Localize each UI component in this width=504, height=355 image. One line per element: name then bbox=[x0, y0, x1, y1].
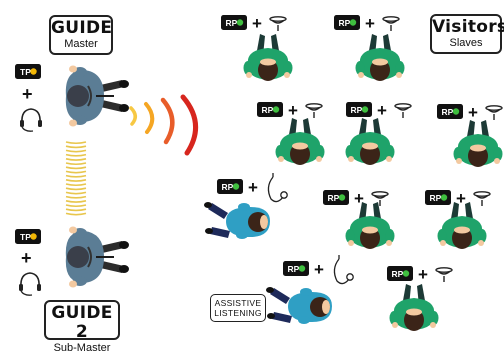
plus-sign: + bbox=[288, 101, 298, 120]
plus-sign: + bbox=[252, 14, 262, 33]
visitor-figure bbox=[438, 202, 487, 249]
visitor-group: RP + bbox=[387, 265, 452, 331]
guide-2-title: GUIDE 2 bbox=[46, 304, 118, 342]
plus-sign: + bbox=[22, 84, 33, 104]
receiver-label: RP bbox=[351, 105, 363, 115]
receiver-icon: RP bbox=[346, 102, 372, 117]
receiver-icon: RP bbox=[323, 190, 349, 205]
receiver-label: RP bbox=[226, 18, 238, 28]
receiver-icon: RP bbox=[257, 102, 283, 117]
visitor-figure bbox=[346, 118, 395, 165]
visitor-figure bbox=[346, 202, 395, 249]
visitor-group: RP + bbox=[266, 255, 353, 324]
visitor-figure bbox=[276, 118, 325, 165]
visitors-label: Visitors Slaves bbox=[430, 14, 502, 54]
plus-sign: + bbox=[248, 178, 258, 197]
earpiece-icon bbox=[270, 17, 286, 31]
visitors-subtitle: Slaves bbox=[432, 37, 500, 50]
earpiece-icon bbox=[306, 104, 322, 118]
guide-2-transmitter-icon: TP bbox=[15, 229, 41, 244]
visitor-group: RP + bbox=[323, 189, 395, 249]
assistive-line-2: LISTENING bbox=[211, 308, 265, 318]
visitor-group: RP + bbox=[257, 101, 325, 165]
guide-transmitter-icon: TP bbox=[15, 64, 41, 79]
earpiece-icon bbox=[486, 106, 502, 120]
receiver-icon: RP bbox=[334, 15, 360, 30]
guide-master-label: GUIDE Master bbox=[49, 15, 113, 55]
plus-sign: + bbox=[21, 248, 32, 268]
receiver-icon: RP bbox=[437, 104, 463, 119]
visitor-group: RP + bbox=[334, 14, 405, 81]
visitor-group: RP + bbox=[437, 103, 503, 167]
plus-sign: + bbox=[456, 189, 466, 208]
guide-subtitle: Master bbox=[51, 38, 111, 51]
receiver-label: RP bbox=[222, 182, 234, 192]
receiver-icon: RP bbox=[221, 15, 247, 30]
receiver-label: RP bbox=[339, 18, 351, 28]
assistive-listener-figure bbox=[266, 287, 332, 324]
visitor-group: RP + bbox=[221, 14, 293, 81]
plus-sign: + bbox=[468, 103, 478, 122]
earpiece-icon bbox=[474, 192, 490, 206]
receiver-label: RP bbox=[328, 193, 340, 203]
receiver-icon: RP bbox=[283, 261, 309, 276]
receiver-label: RP bbox=[288, 264, 300, 274]
assistive-listening-label: ASSISTIVE LISTENING bbox=[210, 294, 266, 322]
earpiece-icon bbox=[395, 104, 411, 118]
earpiece-icon bbox=[436, 268, 452, 282]
guide-2-label: GUIDE 2 Sub-Master bbox=[44, 300, 120, 340]
assistive-listener-figure bbox=[204, 202, 270, 239]
neck-loop-icon bbox=[334, 255, 353, 284]
visitor-figure bbox=[454, 120, 503, 167]
visitor-group: RP + bbox=[425, 189, 490, 249]
receiver-label: RP bbox=[392, 269, 404, 279]
guide-master-figure bbox=[66, 66, 129, 127]
receiver-label: RP bbox=[262, 105, 274, 115]
plus-sign: + bbox=[314, 260, 324, 279]
plus-sign: + bbox=[365, 14, 375, 33]
link-cable bbox=[66, 142, 86, 215]
receiver-icon: RP bbox=[217, 179, 243, 194]
plus-sign: + bbox=[354, 189, 364, 208]
receiver-label: RP bbox=[430, 193, 442, 203]
earpiece-icon bbox=[383, 17, 399, 31]
plus-sign: + bbox=[377, 101, 387, 120]
headset-icon bbox=[19, 273, 41, 295]
visitor-group: RP + bbox=[346, 101, 412, 165]
assistive-line-1: ASSISTIVE bbox=[211, 298, 265, 308]
receiver-icon: RP bbox=[425, 190, 451, 205]
visitor-figure bbox=[356, 34, 405, 81]
wireless-signal-icon bbox=[131, 97, 196, 153]
guide-2-figure bbox=[66, 227, 129, 288]
guide-title: GUIDE bbox=[51, 19, 111, 38]
receiver-icon: RP bbox=[387, 266, 413, 281]
receiver-label: RP bbox=[442, 107, 454, 117]
visitor-figure bbox=[390, 284, 439, 331]
svg-text:TP: TP bbox=[20, 232, 31, 242]
svg-text:TP: TP bbox=[20, 67, 31, 77]
visitor-figure bbox=[244, 34, 293, 81]
headset-icon bbox=[20, 109, 42, 131]
neck-loop-icon bbox=[268, 173, 287, 202]
visitor-group: RP + bbox=[204, 173, 287, 239]
plus-sign: + bbox=[418, 265, 428, 284]
guide-2-subtitle: Sub-Master bbox=[46, 342, 118, 355]
visitors-title: Visitors bbox=[432, 18, 500, 37]
